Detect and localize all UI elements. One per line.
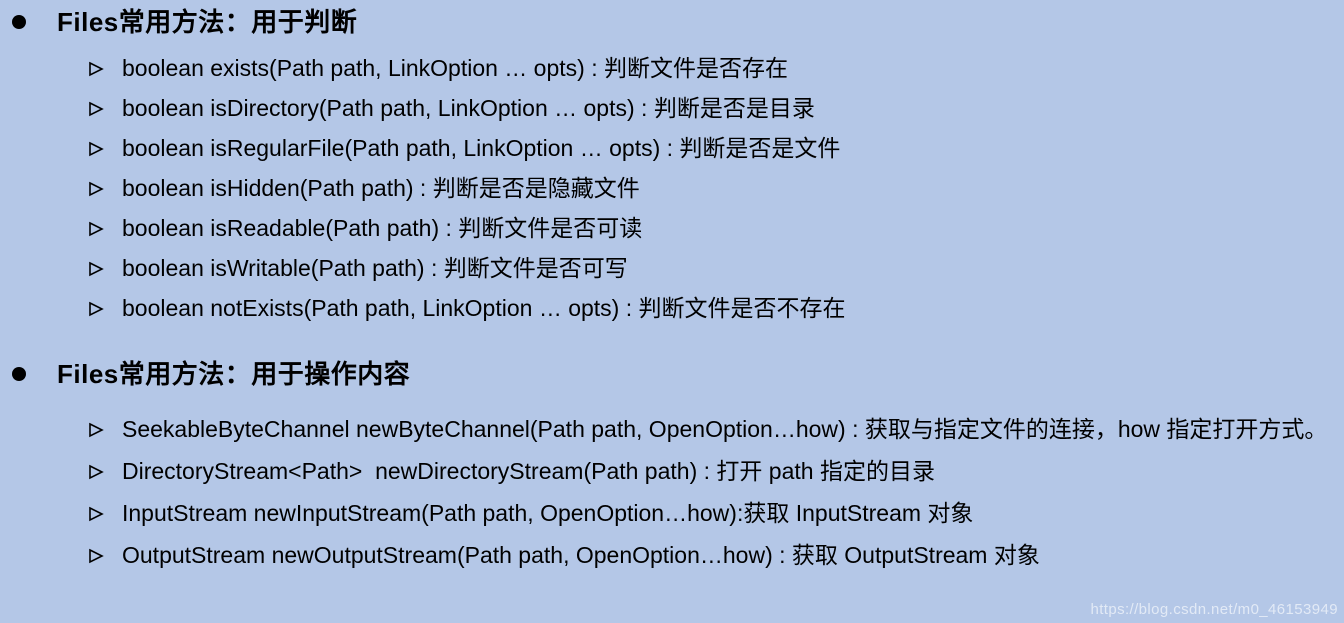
list-item: boolean isDirectory(Path path, LinkOptio… [10, 88, 1336, 128]
arrow-bullet-icon [89, 61, 104, 77]
arrow-bullet-icon [89, 464, 104, 480]
watermark: https://blog.csdn.net/m0_46153949 [1090, 601, 1338, 618]
method-text: boolean isReadable(Path path) : 判断文件是否可读 [122, 215, 643, 241]
list-item: SeekableByteChannel newByteChannel(Path … [10, 410, 1336, 448]
method-text: boolean isRegularFile(Path path, LinkOpt… [122, 135, 841, 161]
arrow-bullet-icon [89, 221, 104, 237]
method-list-content-ops: SeekableByteChannel newByteChannel(Path … [10, 410, 1336, 574]
list-item: DirectoryStream<Path> newDirectoryStream… [10, 452, 1336, 490]
method-text: DirectoryStream<Path> newDirectoryStream… [122, 458, 935, 484]
list-item: boolean isRegularFile(Path path, LinkOpt… [10, 128, 1336, 168]
method-text: OutputStream newOutputStream(Path path, … [122, 542, 1040, 568]
list-item: boolean isReadable(Path path) : 判断文件是否可读 [10, 208, 1336, 248]
arrow-bullet-icon [89, 181, 104, 197]
method-text: SeekableByteChannel newByteChannel(Path … [122, 416, 1328, 442]
method-text: InputStream newInputStream(Path path, Op… [122, 500, 974, 526]
list-item: boolean exists(Path path, LinkOption … o… [10, 48, 1336, 88]
method-text: boolean notExists(Path path, LinkOption … [122, 295, 846, 321]
arrow-bullet-icon [89, 548, 104, 564]
list-item: boolean notExists(Path path, LinkOption … [10, 288, 1336, 328]
arrow-bullet-icon [89, 301, 104, 317]
section-heading-judge: Files常用方法：用于判断 [10, 6, 1336, 38]
list-item: InputStream newInputStream(Path path, Op… [10, 494, 1336, 532]
method-text: boolean isHidden(Path path) : 判断是否是隐藏文件 [122, 175, 640, 201]
arrow-bullet-icon [89, 506, 104, 522]
section-title: Files常用方法：用于判断 [57, 7, 358, 37]
slide: Files常用方法：用于判断 boolean exists(Path path,… [10, 6, 1336, 574]
method-list-judge: boolean exists(Path path, LinkOption … o… [10, 48, 1336, 328]
circle-bullet-icon [12, 15, 26, 29]
method-text: boolean isWritable(Path path) : 判断文件是否可写 [122, 255, 628, 281]
arrow-bullet-icon [89, 141, 104, 157]
method-text: boolean isDirectory(Path path, LinkOptio… [122, 95, 815, 121]
method-text: boolean exists(Path path, LinkOption … o… [122, 55, 788, 81]
section-title: Files常用方法：用于操作内容 [57, 359, 411, 389]
list-item: OutputStream newOutputStream(Path path, … [10, 536, 1336, 574]
circle-bullet-icon [12, 367, 26, 381]
list-item: boolean isWritable(Path path) : 判断文件是否可写 [10, 248, 1336, 288]
arrow-bullet-icon [89, 422, 104, 438]
list-item: boolean isHidden(Path path) : 判断是否是隐藏文件 [10, 168, 1336, 208]
arrow-bullet-icon [89, 101, 104, 117]
arrow-bullet-icon [89, 261, 104, 277]
section-heading-content-ops: Files常用方法：用于操作内容 [10, 358, 1336, 390]
